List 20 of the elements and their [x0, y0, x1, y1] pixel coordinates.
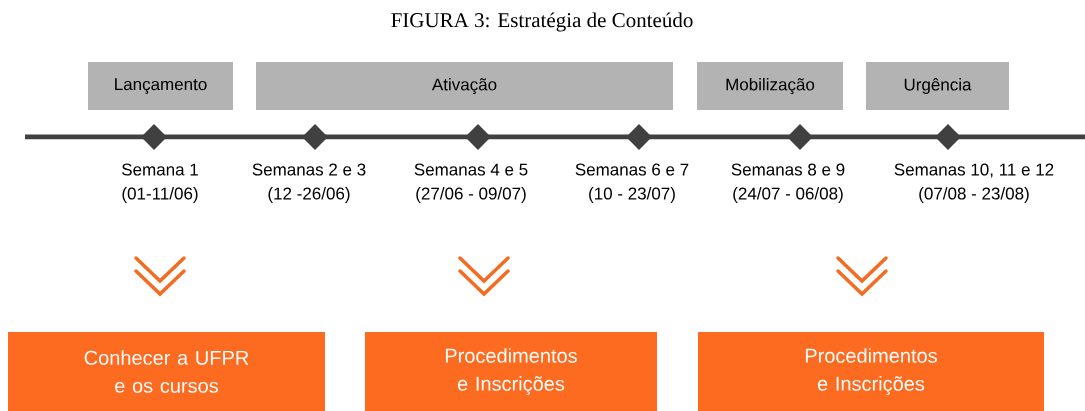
figure-title: FIGURA 3: Estratégia de Conteúdo: [391, 12, 693, 32]
timeline-diamond: [465, 124, 491, 150]
phase-box: Mobilização: [697, 62, 843, 110]
phase-box: Urgência: [866, 62, 1009, 110]
week-label: Semanas 2 e 3 (12 -26/06): [252, 163, 366, 203]
topic-box: Conhecer a UFPR e os cursos: [8, 332, 325, 411]
week-label: Semanas 8 e 9 (24/07 - 06/08): [731, 163, 845, 203]
phase-box: Ativação: [256, 62, 673, 110]
phase-box: Lançamento: [88, 62, 233, 110]
timeline-diamond: [787, 124, 813, 150]
week-label: Semana 1 (01-11/06): [122, 163, 198, 203]
timeline-diamond: [141, 124, 167, 150]
week-label: Semanas 4 e 5 (27/06 - 09/07): [414, 163, 528, 203]
timeline-diamond: [302, 124, 328, 150]
timeline-diamond: [626, 124, 652, 150]
week-label: Semanas 10, 11 e 12 (07/08 - 23/08): [894, 163, 1054, 203]
timeline-diamond: [935, 124, 961, 150]
topic-box: Procedimentos e Inscrições: [365, 332, 657, 411]
topic-box: Procedimentos e Inscrições: [698, 332, 1044, 411]
week-label: Semanas 6 e 7 (10 - 23/07): [575, 163, 689, 203]
